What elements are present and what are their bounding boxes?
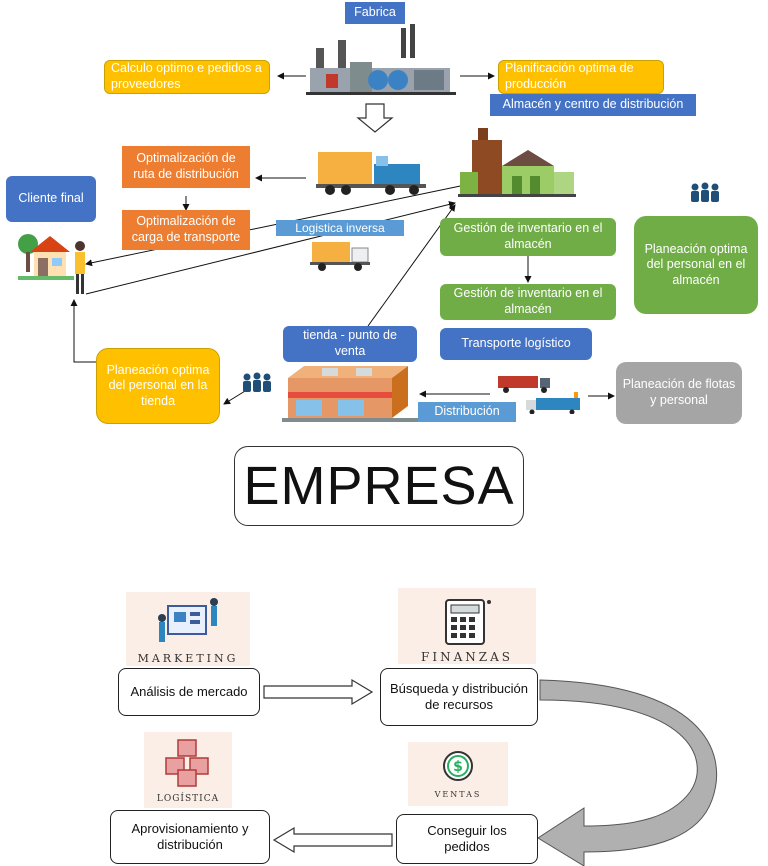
ventas-panel: $ VENTAS [408,742,508,806]
store-icon [282,366,418,422]
marketing-tag: MARKETING [137,652,239,665]
house-icon [18,234,85,294]
boxes-icon [165,739,209,787]
almacen-cd-label: Almacén y centro de distribución [490,94,696,116]
aprovisionamiento-box: Aprovisionamiento y distribución [110,810,270,864]
transporte-logistico-label: Transporte logístico [440,328,592,360]
cliente-final-box: Cliente final [6,176,96,222]
small-truck-icon [310,242,370,271]
dollar-icon: $ [443,751,473,781]
logistica-panel: LOGÍSTICA [144,732,232,808]
analisis-box: Análisis de mercado [118,668,260,716]
people-icon-store [243,372,271,392]
people-icon [691,182,719,202]
logistica-inversa-label: Logistica inversa [276,220,404,236]
marketing-panel: MARKETING [126,592,250,666]
calculator-icon [445,599,491,645]
flotas-box: Planeación de flotas y personal [616,362,742,424]
down-arrow [356,103,394,133]
empresa-title: EMPRESA [234,446,524,526]
ruta-box: Optimalización de ruta de distribución [122,146,250,188]
planificacion-box: Planificación optima de producción [498,60,664,94]
finanzas-panel: FINANZAS [398,588,536,664]
carga-box: Optimalización de carga de transporte [122,210,250,250]
ventas-tag: VENTAS [434,790,482,799]
curved-arrow [537,679,718,866]
warehouse-icon [458,128,576,197]
fabrica-label: Fabrica [345,2,405,24]
finanzas-tag: FINANZAS [421,650,513,664]
planeacion-tienda-box: Planeación optima del personal en la tie… [96,348,220,424]
gestion-inventario-box-2: Gestión de inventario en el almacén [440,284,616,320]
gestion-inventario-box-1: Gestión de inventario en el almacén [440,218,616,256]
calculo-box: Calculo optimo e pedidos a proveedores [104,60,270,94]
planeacion-almacen-box: Planeación optima del personal en el alm… [634,216,758,314]
right-arrow [263,678,374,706]
busqueda-box: Búsqueda y distribución de recursos [380,668,538,726]
factory-icon [306,24,456,95]
marketing-icon [158,598,218,642]
trucks-icon [498,376,580,414]
conseguir-box: Conseguir los pedidos [396,814,538,864]
tienda-label: tienda - punto de venta [283,326,417,362]
truck-icon [316,152,426,195]
svg-text:$: $ [453,759,463,775]
left-arrow [272,826,393,854]
logistica-tag: LOGÍSTICA [156,794,220,804]
distribucion-label: Distribución [418,402,516,422]
